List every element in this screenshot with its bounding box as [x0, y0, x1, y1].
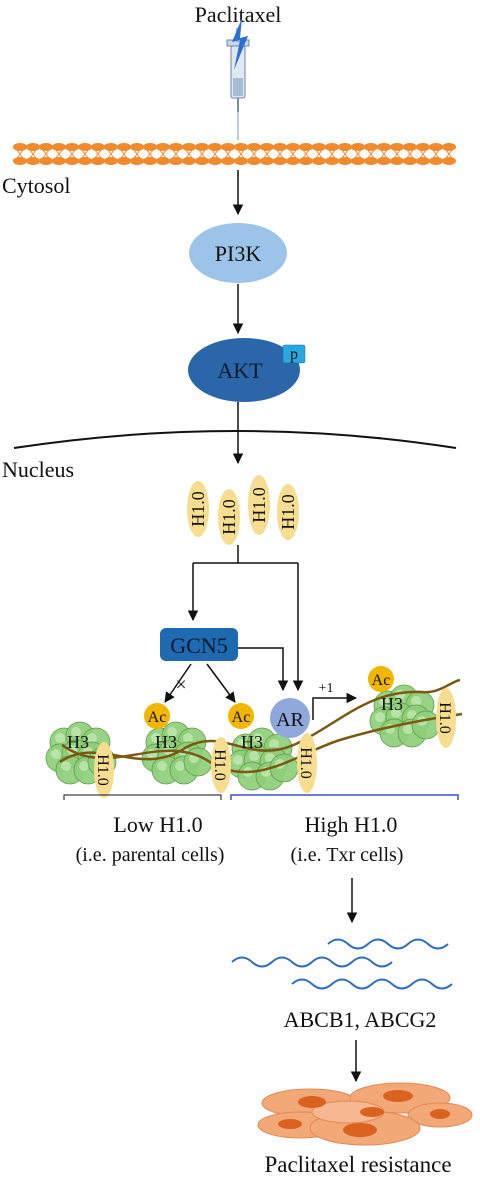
high-h1-subtitle: (i.e. Txr cells) — [291, 844, 404, 866]
phospho-label: p — [290, 346, 298, 363]
svg-text:Ac: Ac — [372, 672, 391, 689]
h1-histone: H1.0 — [211, 737, 231, 793]
akt-node — [188, 338, 300, 402]
h1-histone: H1.0 — [187, 481, 209, 537]
nuclear-envelope — [13, 430, 457, 449]
syringe-icon — [226, 18, 250, 140]
low-h1-title: Low H1.0 — [113, 812, 202, 837]
low-h1-bracket — [63, 794, 222, 800]
nucleosome — [369, 684, 441, 748]
h1-histone: H1.0 — [218, 489, 240, 545]
h1-label: H1.0 — [249, 487, 269, 523]
h1-label: H1.0 — [278, 494, 298, 530]
acetyl-mark: Ac — [228, 703, 254, 729]
h3-label: H3 — [67, 732, 89, 752]
acetyl-mark: Ac — [144, 703, 170, 729]
svg-text:Ac: Ac — [232, 709, 251, 726]
arrow-gcn5-blocked — [164, 663, 192, 703]
high-h1-bracket — [230, 794, 459, 800]
cell-membrane — [13, 143, 456, 165]
h1-histone: H1.0 — [277, 484, 299, 540]
phospho-badge — [282, 344, 306, 364]
h1-histone: H1.0 — [297, 733, 317, 793]
low-h1-subtitle: (i.e. parental cells) — [76, 844, 225, 866]
gcn5-node — [160, 628, 238, 661]
h1-histone: H1.0 — [248, 475, 270, 535]
dna-strand — [61, 712, 463, 774]
branch-connectors — [187, 545, 304, 692]
h1-label: H1.0 — [219, 499, 239, 535]
genes-label: ABCB1, ABCG2 — [284, 1007, 437, 1032]
akt-label: AKT — [217, 358, 263, 383]
h1-label: H1.0 — [188, 491, 208, 527]
acetyl-mark: Ac — [368, 666, 394, 692]
resistant-cells-icon — [257, 1082, 473, 1146]
h1-label: H1.0 — [211, 749, 228, 781]
h1-label: H1.0 — [436, 702, 453, 734]
outcome-label: Paclitaxel resistance — [264, 1152, 451, 1177]
h1-label: H1.0 — [94, 754, 111, 786]
nucleus-label: Nucleus — [2, 457, 74, 482]
pi3k-label: PI3K — [215, 241, 262, 266]
chromatin: H1.0 H1.0 H1.0 H1.0 H3 H3 H3 H3 Ac Ac — [45, 666, 463, 798]
ar-label: AR — [276, 709, 304, 731]
dna-strand — [59, 678, 461, 764]
mrna-transcripts — [231, 938, 453, 990]
h1-label: H1.0 — [297, 747, 314, 779]
drug-label: Paclitaxel — [195, 2, 282, 27]
h1-cluster: H1.0 H1.0 H1.0 H1.0 — [187, 475, 299, 545]
h3-label: H3 — [381, 694, 403, 714]
gcn5-label: GCN5 — [170, 633, 227, 658]
high-h1-title: High H1.0 — [305, 812, 398, 837]
h3-label: H3 — [155, 732, 177, 752]
blocked-mark: × — [175, 674, 186, 696]
h3-label: H3 — [241, 732, 263, 752]
h1-histone: H1.0 — [436, 688, 456, 748]
ar-node — [270, 698, 310, 738]
pi3k-node — [189, 223, 287, 283]
transcription-start-arrow — [312, 692, 358, 720]
svg-text:Ac: Ac — [148, 709, 167, 726]
h1-histone: H1.0 — [94, 742, 114, 798]
cytosol-label: Cytosol — [2, 173, 70, 198]
arrow-gcn5-acetylation — [206, 663, 236, 703]
tss-label: +1 — [319, 681, 334, 696]
